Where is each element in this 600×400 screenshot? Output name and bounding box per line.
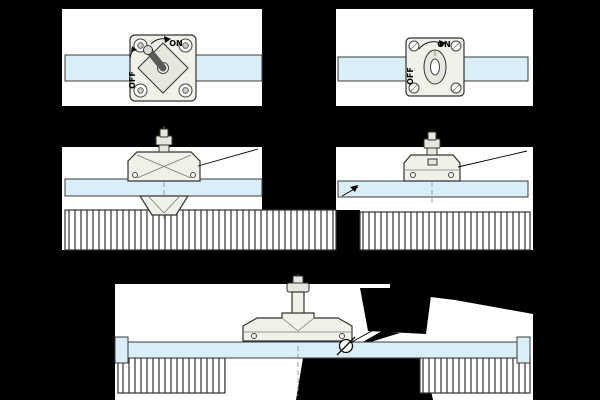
rail-middle-right	[337, 180, 529, 198]
body-vee-line	[297, 317, 315, 332]
rotation-arc	[418, 41, 442, 50]
knob-tip	[427, 131, 437, 141]
screw-slot	[410, 42, 418, 50]
mask-lower-band	[62, 250, 533, 284]
clamp-top-view-left: ON OFF	[128, 34, 197, 102]
plunger-cap	[286, 282, 310, 293]
plunger-shaft	[291, 291, 305, 315]
housing-detail	[427, 158, 438, 166]
rail-bottom-right-tab	[516, 336, 531, 364]
mask-left-margin	[0, 0, 62, 400]
leader-line	[349, 321, 389, 344]
wedge-line	[147, 195, 165, 214]
bolt-hole-center	[182, 87, 189, 94]
bolt-hole-center	[182, 42, 189, 49]
label-on-right: ON	[437, 40, 451, 49]
clamp-side-view-right	[341, 109, 528, 205]
section-hatch-upper-right-lines	[360, 212, 530, 250]
clamp-top-view-right: ON OFF	[405, 37, 465, 97]
housing-bolt	[448, 172, 454, 178]
mounting-rails	[64, 54, 531, 364]
screw-slot	[452, 42, 460, 50]
bolt-hole-center	[137, 87, 144, 94]
rotation-arrowhead-icon	[164, 36, 171, 43]
housing-cross-line	[136, 154, 192, 179]
body-vee-line	[281, 317, 299, 332]
housing-bolt	[190, 172, 196, 178]
rotation-arrowhead-icon	[439, 40, 446, 47]
label-off-right: OFF	[406, 67, 415, 85]
wedge-line	[163, 195, 181, 214]
screw-slot	[452, 84, 460, 92]
body-bolt	[339, 333, 345, 339]
cam-lever-knob	[143, 45, 153, 55]
mask-top-strip	[62, 0, 533, 9]
cam-oval-inner	[430, 58, 440, 76]
section-hatch-blocks	[64, 209, 531, 394]
cam-lever	[146, 48, 167, 72]
mask-lower-left	[62, 250, 115, 400]
clamp-side-view-left	[127, 126, 259, 220]
rotation-arrowhead-off-icon	[131, 46, 137, 52]
rail-bottom	[114, 341, 531, 359]
section-hatch-upper-left-lines	[65, 210, 336, 250]
label-on-left: ON	[169, 39, 183, 48]
knob-tip	[159, 128, 169, 138]
clamp-section-view-bottom	[242, 274, 389, 396]
label-off-left: OFF	[128, 71, 137, 89]
housing-bolt	[132, 172, 138, 178]
section-hatch-lower-left-lines	[118, 358, 225, 393]
section-hatch-lower-right-lines	[420, 358, 530, 393]
mask-right-margin	[533, 0, 600, 400]
mask-bottom-blob	[296, 358, 433, 400]
mask-callout-blob	[360, 288, 432, 334]
bolt-hole-center	[137, 42, 144, 49]
leader-line	[197, 148, 259, 167]
clamp-housing	[403, 154, 461, 182]
body-bolt	[251, 333, 257, 339]
clamp-base-body	[242, 312, 353, 342]
pointer-arrowhead-icon	[350, 185, 358, 192]
datum-slash	[336, 336, 356, 356]
mask-middle-band	[62, 106, 533, 147]
mask-hatch-gap	[336, 210, 360, 250]
housing-bolt	[410, 172, 416, 178]
leader-line	[457, 150, 528, 168]
rail-bottom-left-tab	[114, 336, 129, 364]
screw-slot	[410, 84, 418, 92]
